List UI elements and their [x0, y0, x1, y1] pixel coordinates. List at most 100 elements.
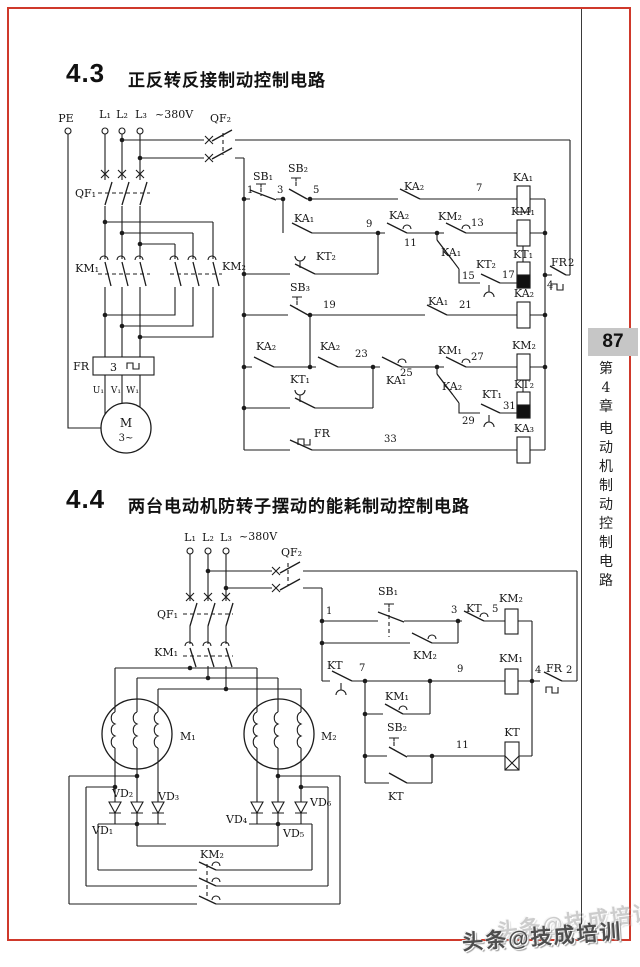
dashed-links-44 [183, 563, 395, 900]
label-coil-km1: KM₁ [499, 652, 523, 665]
label-n3: 3 [277, 185, 283, 196]
terminal-l1 [101, 127, 109, 135]
label-n4: 4 [535, 665, 541, 676]
label-m3: 3~ [119, 433, 134, 444]
coils-44 [504, 608, 520, 771]
label-sb3: SB₃ [290, 281, 310, 294]
motor-m1 [101, 698, 173, 770]
label-n13: 13 [471, 218, 484, 229]
label-ka2-f2: KA₂ [320, 340, 340, 353]
section-44-number: 4.4 [66, 484, 106, 514]
label-qf2: QF₂ [210, 112, 231, 125]
label-u1: U₁ [93, 386, 104, 396]
label-n4: 4 [547, 280, 553, 291]
terminal-l2 [118, 127, 126, 135]
label-n15: 15 [462, 271, 475, 282]
terminal-l3 [222, 547, 230, 555]
label-ka1-f: KA₁ [386, 374, 406, 387]
label-ka1-r: KA₁ [441, 246, 461, 259]
label-n1: 1 [326, 606, 332, 617]
label-n29: 29 [462, 416, 475, 427]
label-l1: L₁ [99, 108, 111, 121]
label-n7: 7 [359, 663, 365, 674]
label-m2: M₂ [321, 730, 337, 743]
label-qf2: QF₂ [281, 546, 302, 559]
label-coil-ka2: KA₂ [514, 287, 534, 300]
label-v380: ~380V [239, 530, 278, 543]
dashed-links-43 [98, 133, 298, 309]
label-vd2: VD₂ [111, 787, 133, 800]
label-n5: 5 [313, 185, 319, 196]
label-fr-b: FR [314, 427, 331, 440]
label-n27: 27 [471, 352, 484, 363]
label-n2: 2 [568, 258, 574, 269]
label-n23: 23 [355, 349, 368, 360]
section-44-title: 两台电动机防转子摆动的能耗制动控制电路 [128, 497, 470, 516]
label-n9: 9 [366, 219, 372, 230]
label-n1: 1 [247, 185, 253, 196]
label-vd1: VD₁ [91, 824, 113, 837]
label-kt2-l: KT₂ [316, 250, 336, 263]
label-fr-box: FR [73, 360, 90, 373]
terminal-pe [64, 127, 72, 135]
section-43-number: 4.3 [66, 58, 106, 88]
label-n17: 17 [502, 270, 515, 281]
label-coil-ka3: KA₃ [514, 422, 534, 435]
label-kt1-l: KT₁ [290, 373, 310, 386]
page-number-badge: 87 [588, 328, 638, 356]
windings [110, 711, 303, 749]
label-km1-main: KM₁ [154, 646, 178, 659]
label-km2-b: KM₂ [200, 848, 224, 861]
terminal-l2 [204, 547, 212, 555]
label-n33: 33 [384, 434, 397, 445]
label-coil-km2: KM₂ [512, 339, 536, 352]
label-ka2-r: KA₂ [442, 380, 462, 393]
label-sb2: SB₂ [387, 721, 407, 734]
coils-43 [516, 185, 531, 464]
motor-m2 [243, 698, 315, 770]
label-coil-km2: KM₂ [499, 592, 523, 605]
power-wires-43 [67, 134, 571, 429]
label-w1: W₁ [126, 386, 139, 396]
motor-43 [100, 402, 152, 454]
label-kt-h: KT [388, 790, 404, 803]
chapter-title: 电动机制动控制电路 [599, 421, 613, 589]
sidebar-divider [581, 9, 582, 939]
label-n3: 3 [451, 605, 457, 616]
fr-heater-box [92, 356, 155, 376]
terminal-l1 [186, 547, 194, 555]
label-kt-l: KT [327, 659, 343, 672]
contact-blades-43 [104, 129, 567, 451]
label-l1: L₁ [184, 531, 196, 544]
label-vd6: VD₆ [309, 796, 332, 809]
label-km2-main: KM₂ [222, 260, 246, 273]
label-n19: 19 [323, 300, 336, 311]
label-sb1: SB₁ [253, 170, 273, 183]
label-n9: 9 [457, 664, 463, 675]
label-v380: ~380V [155, 108, 194, 121]
label-coil-kt2: KT₂ [514, 378, 534, 391]
label-km1-f: KM₁ [438, 344, 462, 357]
label-kt1-r: KT₁ [482, 388, 502, 401]
label-v1: V₁ [110, 386, 121, 396]
section-43-title: 正反转反接制动控制电路 [128, 71, 326, 90]
label-l2: L₂ [116, 108, 128, 121]
control-wires-43 [243, 158, 570, 451]
label-qf1: QF₁ [75, 187, 96, 200]
label-ka2-b: KA₂ [389, 209, 409, 222]
label-l3: L₃ [135, 108, 147, 121]
label-n5: 5 [492, 604, 498, 615]
label-ka2-a: KA₂ [404, 180, 424, 193]
label-km1-h: KM₁ [385, 690, 409, 703]
symbols-44 [184, 566, 559, 901]
label-km2-b: KM₂ [438, 210, 462, 223]
label-m: M [120, 416, 132, 430]
label-coil-kt1: KT₁ [513, 248, 533, 261]
label-vd5: VD₅ [282, 827, 304, 840]
label-sb1: SB₁ [378, 585, 398, 598]
